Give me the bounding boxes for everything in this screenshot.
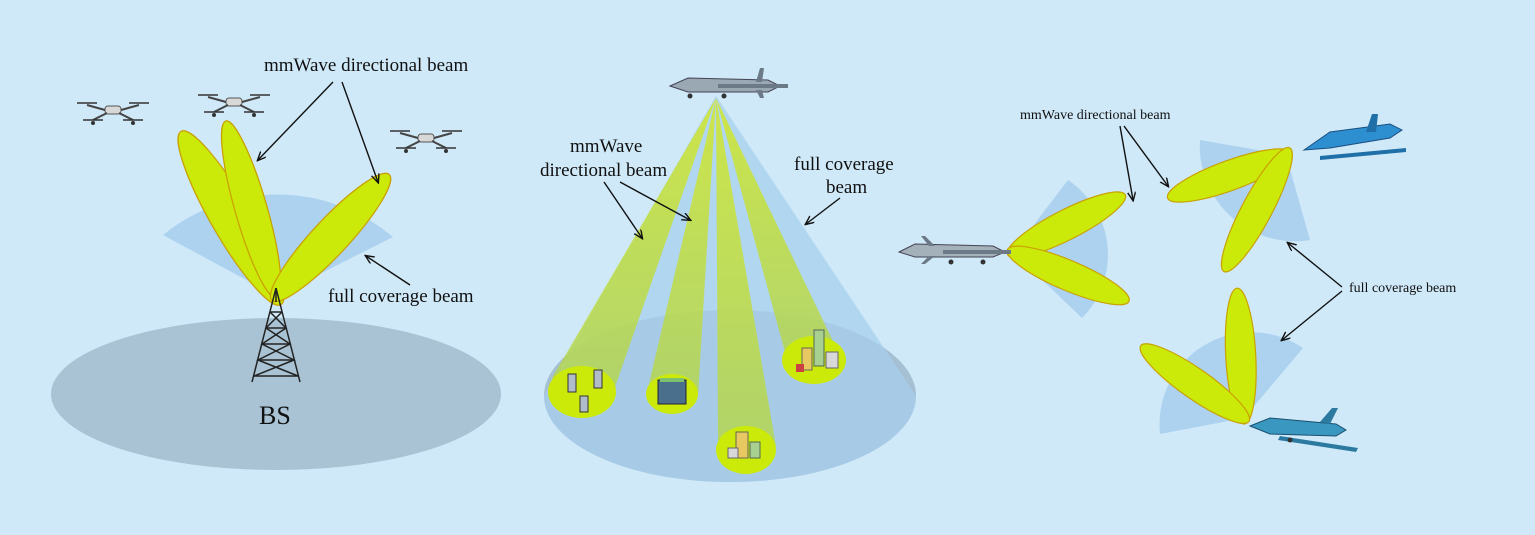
building-icon [657, 378, 687, 405]
left-directional-label: mmWave directional beam [264, 55, 468, 76]
directional-beam-lobe [1139, 343, 1251, 424]
directional-beams [552, 98, 844, 446]
ground-node-buildings [548, 329, 846, 474]
middle-directional-label-1: mmWave [570, 136, 642, 157]
quadcopter-drone-icon [77, 102, 149, 125]
directional-beam-lobe [1006, 245, 1130, 306]
directional-beams [177, 120, 392, 306]
vtol-uav-icon [1302, 114, 1406, 160]
left-coverage-label: full coverage beam [328, 286, 474, 307]
pointer-arrow [1282, 290, 1343, 340]
fixed-wing-uav-icon [897, 236, 1011, 265]
panel-aerial-coverage: mmWave directional beam full coverage be… [540, 68, 916, 482]
middle-coverage-label-1: full coverage [794, 154, 894, 175]
building-icon [567, 369, 603, 413]
fixed-wing-uav-icon [1248, 408, 1358, 452]
directional-beam-cone [716, 98, 844, 364]
pointer-arrow [603, 181, 642, 238]
panel-uav-swarm: mmWave directional beam full coverage be… [897, 108, 1456, 452]
pointer-arrow [341, 81, 378, 182]
right-coverage-label: full coverage beam [1349, 281, 1456, 296]
pointer-arrow [1288, 243, 1343, 288]
right-directional-label: mmWave directional beam [1020, 108, 1171, 123]
panel-base-station: mmWave directional beam full coverage be… [51, 55, 501, 470]
pointer-arrow [258, 81, 334, 160]
transmission-tower-icon [251, 287, 301, 383]
pointer-arrow [1123, 125, 1168, 186]
ground-coverage-area [51, 318, 501, 470]
directional-beam-cone [648, 98, 716, 396]
middle-directional-label-2: directional beam [540, 160, 667, 181]
building-icon [727, 431, 761, 459]
building-icon [796, 329, 839, 372]
directional-beams [1006, 146, 1293, 425]
base-station-label: BS [259, 401, 291, 430]
fixed-wing-uav-icon [668, 68, 788, 99]
directional-beam-lobe [269, 172, 392, 303]
middle-coverage-label-2: beam [826, 177, 867, 198]
directional-beam-cone [716, 98, 776, 446]
quadcopter-drone-icon [390, 130, 462, 153]
pointer-arrow [806, 197, 841, 224]
directional-beam-cone [552, 98, 716, 390]
directional-beam-lobe [1220, 146, 1293, 273]
pointer-arrow [619, 181, 690, 220]
pointer-arrow [366, 256, 411, 286]
pointer-arrow [1119, 125, 1133, 200]
quadcopter-drone-icon [198, 94, 270, 117]
